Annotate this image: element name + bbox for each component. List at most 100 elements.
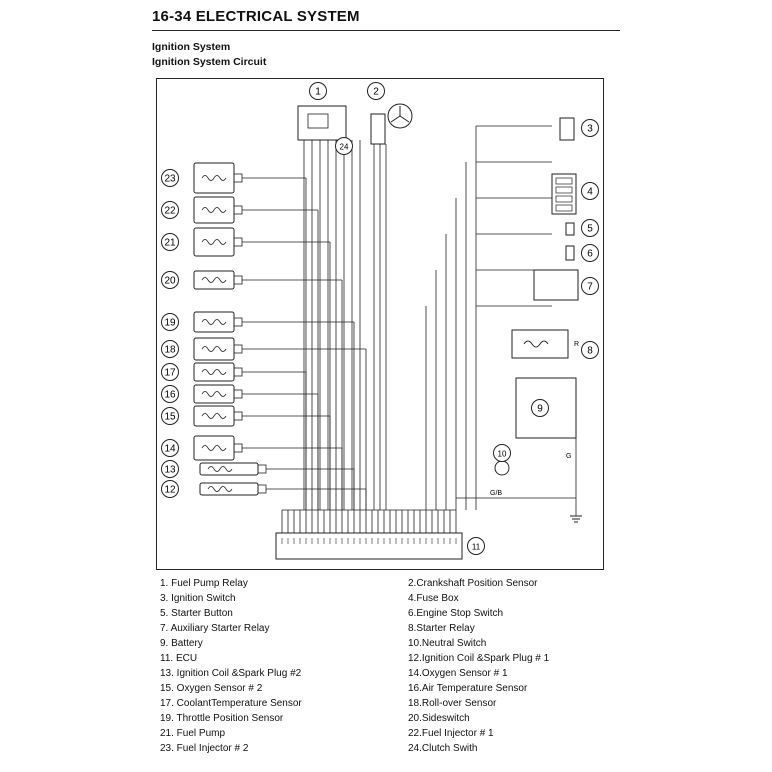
connector (233, 367, 243, 377)
ecu-connector (275, 532, 463, 560)
callout-number: 18 (164, 345, 176, 356)
component-symbol (201, 346, 227, 352)
callout-number: 1 (315, 87, 321, 98)
callout-number: 5 (587, 224, 593, 235)
legend-item: 19. Throttle Position Sensor (160, 713, 284, 724)
legend-item: 7. Auxiliary Starter Relay (160, 623, 270, 634)
callout-circle (161, 480, 179, 498)
callout-number: 6 (587, 249, 593, 260)
legend-item: 12.Ignition Coil &Spark Plug # 1 (408, 653, 550, 664)
callout-number: 8 (587, 346, 593, 357)
fuse (555, 177, 573, 185)
callout-circle (161, 439, 179, 457)
callout-number: 16 (164, 390, 176, 401)
engine-stop-switch (565, 245, 575, 261)
battery (515, 377, 577, 439)
callout-number: 9 (537, 404, 543, 415)
connector (233, 344, 243, 354)
connector (233, 443, 243, 453)
connector (233, 411, 243, 421)
components: G/B R G (193, 103, 582, 523)
callout-circle (161, 460, 179, 478)
callout-circle (581, 119, 599, 137)
component-symbol (207, 466, 233, 472)
callout-number: 20 (164, 276, 176, 287)
callout-circle (161, 313, 179, 331)
wire-label-g: G (566, 453, 571, 460)
callout-number: 19 (164, 318, 176, 329)
callout-number: 14 (164, 444, 176, 455)
callout-circle (161, 169, 179, 187)
connector (233, 205, 243, 215)
legend-item: 4.Fuse Box (408, 593, 459, 604)
callout-circle (335, 137, 353, 155)
connector (257, 464, 267, 474)
component-symbol (201, 413, 227, 419)
ignition-switch (559, 117, 575, 141)
callout-circle (161, 385, 179, 403)
legend-item: 13. Ignition Coil &Spark Plug #2 (160, 668, 302, 679)
connector (257, 484, 267, 494)
callout-circle (367, 82, 385, 100)
callout-circle (493, 444, 511, 462)
component-symbol (201, 391, 227, 397)
connector (233, 173, 243, 183)
section-title: Ignition System (152, 41, 231, 53)
starter-relay-coil (523, 340, 549, 348)
connector (233, 389, 243, 399)
callout-circle (581, 277, 599, 295)
callout-circle (309, 82, 327, 100)
connector (233, 275, 243, 285)
legend-item: 11. ECU (160, 653, 198, 664)
legend-item: 18.Roll-over Sensor (408, 698, 497, 709)
legend-item: 16.Air Temperature Sensor (408, 683, 528, 694)
legend-item: 5. Starter Button (160, 608, 233, 619)
connector (233, 237, 243, 247)
callout-circle (161, 201, 179, 219)
callout-circle (581, 182, 599, 200)
callout-number: 13 (164, 465, 176, 476)
wire-label-r: R (574, 341, 579, 348)
legend-item: 14.Oxygen Sensor # 1 (408, 668, 508, 679)
legend-item: 2.Crankshaft Position Sensor (408, 578, 538, 589)
component-symbol (207, 486, 233, 492)
callout-number: 3 (587, 124, 593, 135)
legend-item: 10.Neutral Switch (408, 638, 487, 649)
fuse-box (551, 173, 577, 215)
legend-item: 21. Fuel Pump (160, 728, 226, 739)
callout-number: 2 (373, 87, 379, 98)
legend-item: 17. CoolantTemperature Sensor (160, 698, 302, 709)
legend-item: 20.Sideswitch (408, 713, 470, 724)
wiring-harness (242, 125, 577, 533)
callout-number: 12 (164, 485, 176, 496)
callout-circle (161, 363, 179, 381)
component-symbol (201, 207, 227, 213)
legend-item: 8.Starter Relay (408, 623, 475, 634)
callout-circle (581, 244, 599, 262)
wire-label-gb: G/B (490, 490, 502, 497)
callout-circle (161, 233, 179, 251)
legend-item: 6.Engine Stop Switch (408, 608, 504, 619)
legend-item: 23. Fuel Injector # 2 (160, 743, 249, 754)
legend-item: 22.Fuel Injector # 1 (408, 728, 494, 739)
legend-item: 3. Ignition Switch (160, 593, 236, 604)
page-title: 16-34 ELECTRICAL SYSTEM (152, 8, 360, 25)
aux-starter-relay (533, 269, 579, 301)
callout-number: 24 (340, 143, 349, 152)
callout-number: 23 (164, 174, 176, 185)
fuse (555, 186, 573, 194)
ground-symbol (570, 515, 582, 523)
starter-button (565, 222, 575, 236)
legend-item: 9. Battery (160, 638, 203, 649)
page-header: 16-34 ELECTRICAL SYSTEM (152, 8, 620, 31)
callout-number: 10 (498, 450, 507, 459)
component-symbol (201, 277, 227, 283)
callout-number: 17 (164, 368, 176, 379)
component-symbol (201, 319, 227, 325)
callout-circle (531, 399, 549, 417)
callout-circle (581, 219, 599, 237)
callout-circle (581, 341, 599, 359)
ecu-body (275, 532, 463, 560)
